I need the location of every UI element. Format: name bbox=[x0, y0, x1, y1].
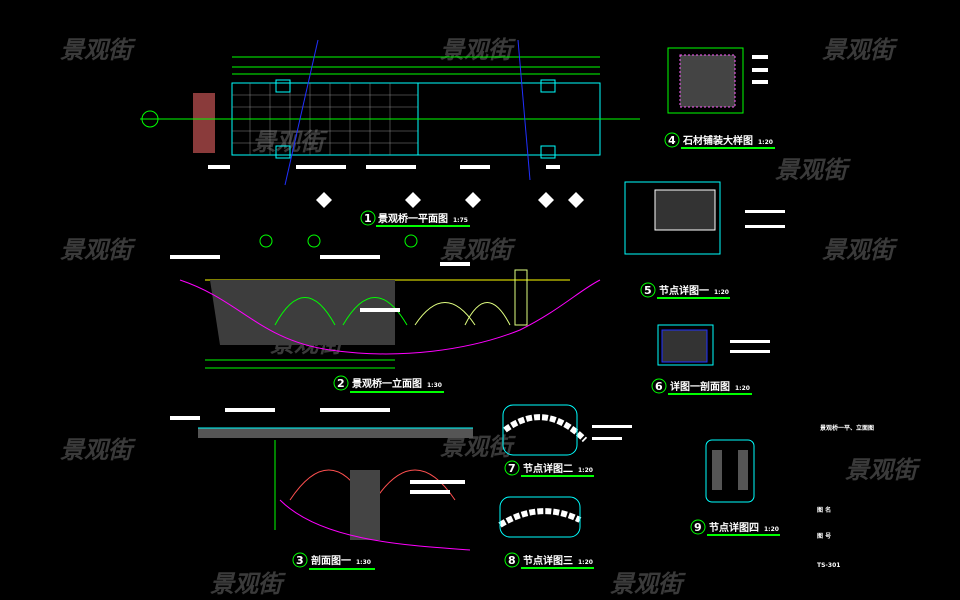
svg-text:景观街: 景观街 bbox=[210, 570, 286, 598]
svg-text:景观街: 景观街 bbox=[822, 36, 898, 64]
number-label: 图 号 bbox=[817, 532, 831, 540]
svg-text:景观街: 景观街 bbox=[775, 156, 851, 184]
svg-text:7: 7 bbox=[508, 462, 516, 475]
stone-paving-detail bbox=[667, 47, 768, 114]
svg-text:景观街: 景观街 bbox=[822, 236, 898, 264]
bridge-plan-view bbox=[140, 39, 640, 208]
svg-text:景观街: 景观街 bbox=[845, 456, 921, 484]
svg-text:3: 3 bbox=[296, 554, 304, 567]
title-block: 景观桥一平、立面图 图 名 图 号 TS-301 bbox=[817, 424, 874, 569]
svg-text:景观街: 景观街 bbox=[60, 36, 136, 64]
name-label: 图 名 bbox=[817, 506, 831, 514]
svg-text:景观街: 景观街 bbox=[610, 570, 686, 598]
svg-text:景观街: 景观街 bbox=[60, 436, 136, 464]
node-detail-3 bbox=[498, 496, 582, 538]
svg-text:9: 9 bbox=[694, 521, 702, 534]
node-detail-1 bbox=[624, 181, 785, 255]
svg-text:5: 5 bbox=[644, 284, 652, 297]
drawing-title-text: 景观桥一平、立面图 bbox=[819, 424, 874, 432]
svg-text:6: 6 bbox=[655, 380, 663, 393]
bridge-section-view bbox=[170, 408, 473, 551]
svg-text:1: 1 bbox=[364, 212, 372, 225]
svg-text:景观街: 景观街 bbox=[440, 236, 516, 264]
drawing-number: TS-301 bbox=[817, 562, 840, 569]
svg-text:8: 8 bbox=[508, 554, 516, 567]
svg-text:4: 4 bbox=[668, 134, 676, 147]
node-detail-2 bbox=[502, 404, 632, 456]
svg-text:2: 2 bbox=[337, 377, 345, 390]
bridge-elevation-view bbox=[170, 234, 601, 369]
detail-1-section bbox=[657, 324, 770, 366]
node-detail-4 bbox=[705, 439, 755, 503]
svg-text:景观街: 景观街 bbox=[60, 236, 136, 264]
svg-text:景观街: 景观街 bbox=[440, 36, 516, 64]
watermarks: 景观街 景观街 景观街 景观街 景观街 景观街 景观街 景观街 景观街 景观街 … bbox=[60, 36, 921, 598]
